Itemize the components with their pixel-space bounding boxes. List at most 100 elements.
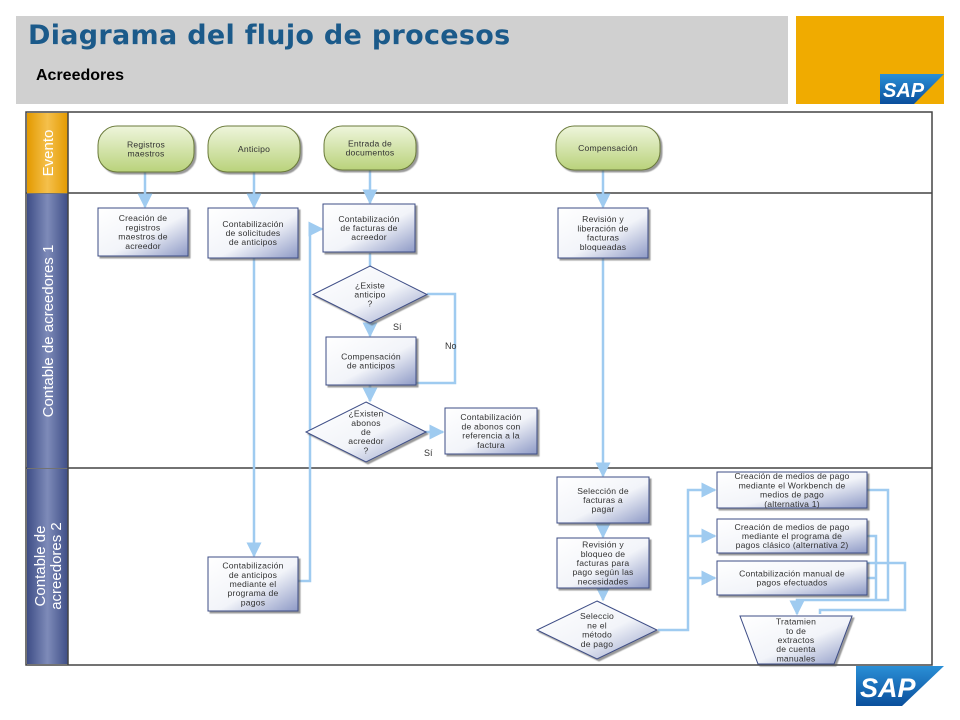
node-text-line: facturas a (583, 495, 623, 505)
node-text-line: Creación de (119, 213, 168, 223)
edge-label-no-1: No (445, 341, 457, 351)
node-text-line: referencia a la (462, 431, 519, 441)
shape-event (323, 125, 417, 171)
shape-decision (535, 600, 659, 660)
shape-process (557, 207, 649, 259)
node-text-line: abonos (351, 418, 380, 428)
connectors (137, 170, 907, 632)
shape-process (556, 476, 650, 524)
node-text-line: de abonos con (462, 421, 521, 431)
node-compensacion: Compensación (555, 125, 661, 171)
node-text-line: pagar (592, 504, 615, 514)
lane-header-contable2 (27, 469, 68, 664)
node-text-line: Seleccio (580, 611, 614, 621)
node-text-line: de pago (581, 639, 613, 649)
shape-process (716, 560, 868, 596)
node-text-line: ? (368, 299, 373, 309)
edge-label-si-1: Sí (393, 322, 402, 332)
node-text-line: de (361, 427, 371, 437)
lane-label-contable1: Contable de acreedores 1 (40, 245, 57, 418)
sap-logo-bottom-text: SAP (860, 673, 917, 703)
node-text-line: maestros de (118, 232, 168, 242)
edge-contab-pagos-facturas (298, 221, 324, 583)
node-text-line: bloqueadas (580, 242, 626, 252)
node-text-line: (alternativa 1) (764, 499, 820, 509)
node-text-line: de cuenta (776, 644, 816, 654)
node-text-line: Contabilización (222, 219, 283, 229)
lane-header-contable1 (27, 194, 68, 468)
sap-logo-text: SAP (883, 80, 925, 102)
shape-process (444, 407, 538, 455)
node-text-line: facturas para (577, 558, 630, 568)
node-text-line: de facturas de (340, 223, 397, 233)
node-text-line: Tratamien (776, 617, 816, 627)
node-text-line: Compensación (578, 143, 638, 153)
shape-decision (311, 265, 429, 324)
shape-process (97, 207, 189, 257)
node-text-line: liberación de (577, 223, 628, 233)
node-text-line: pago según las (572, 567, 633, 577)
page-title: Diagrama del flujo de procesos (28, 20, 511, 51)
node-anticipo: Anticipo (207, 125, 301, 173)
node-text-line: acreedor (351, 232, 387, 242)
node-text-line: Registros (127, 139, 165, 149)
page-subtitle: Acreedores (36, 67, 125, 84)
shape-process (207, 207, 299, 259)
lane-label-contable2-line1: Contable de (32, 526, 49, 607)
node-text-line: Contabilización manual de (739, 568, 845, 578)
shape-event (555, 125, 661, 171)
edge-out-right (810, 561, 907, 614)
node-text-line: método (582, 630, 612, 640)
shape-process (716, 518, 868, 554)
shape-manual (739, 615, 853, 665)
shape-process (325, 336, 417, 386)
shape-process (207, 556, 299, 612)
edge-label-si-2: Sí (424, 448, 433, 458)
node-text-line: pagos clásico (alternativa 2) (736, 540, 849, 550)
shape-process (322, 203, 416, 253)
node-text-line: Contabilización (460, 412, 521, 422)
edge-metodo-alternatives (658, 482, 717, 632)
node-text-line: Contabilización (338, 214, 399, 224)
shape-process (556, 537, 650, 589)
node-text-line: mediante el programa de (742, 531, 842, 541)
node-text-line: manuales (777, 653, 816, 663)
node-text-line: Compensación (341, 351, 401, 361)
node-text-line: anticipo (354, 290, 385, 300)
node-text-line: Revisión y (582, 214, 624, 224)
node-text-line: ? (364, 445, 369, 455)
node-text-line: Creación de medios de pago (734, 471, 849, 481)
node-text-line: de anticipos (229, 570, 277, 580)
node-text-line: necesidades (578, 576, 628, 586)
node-text-line: de anticipos (229, 237, 277, 247)
shape-decision (304, 401, 428, 463)
node-text-line: acreedor (348, 436, 384, 446)
shape-event (207, 125, 301, 173)
lane-label-evento: Evento (40, 130, 57, 177)
node-text-line: Entrada de (348, 138, 392, 148)
edge-workbench-out (789, 488, 890, 616)
node-text-line: ne el (587, 620, 607, 630)
node-text-line: acreedor (125, 241, 161, 251)
node-text-line: pagos efectuados (756, 578, 827, 588)
node-text-line: de anticipos (347, 361, 395, 371)
node-text-line: medios de pago (760, 490, 824, 500)
